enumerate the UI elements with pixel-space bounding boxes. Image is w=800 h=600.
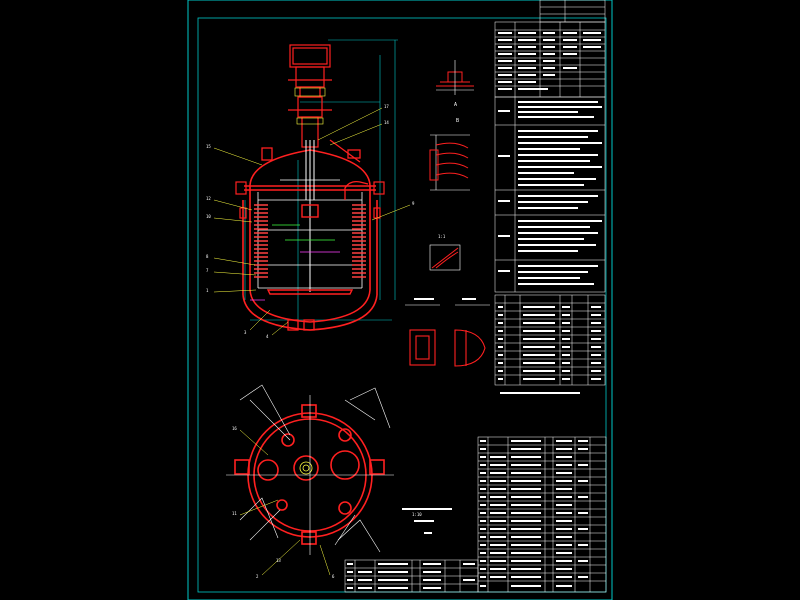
weld-ratio: 1:1 [438,234,446,239]
svg-text:8: 8 [206,254,209,259]
svg-text:12: 12 [206,196,211,201]
svg-text:14: 14 [384,120,389,125]
spec-table [494,0,606,98]
detail-section: B [429,118,470,191]
view-b-label: B [456,118,459,124]
parts-list [477,436,607,593]
nozzle-table [494,294,606,394]
svg-text:16: 16 [232,426,237,431]
svg-text:7: 7 [206,268,209,273]
detail-a: A [436,60,474,108]
svg-text:15: 15 [206,144,211,149]
plan-note: 1:10 [412,512,422,517]
view-a-label: A [454,102,457,108]
note-marks [402,298,476,534]
detail-bottom [405,304,490,367]
svg-text:4: 4 [266,334,269,339]
plan-view: 16 11 2 6 13 1:10 [226,384,422,579]
svg-text:9: 9 [412,201,415,206]
svg-text:3: 3 [244,330,247,335]
detail-weld: 1:1 [429,234,461,271]
vessel-elevation: 15 12 10 8 7 1 17 14 9 3 4 [206,39,415,339]
spec-table-fill [498,32,601,90]
sheet-outer-border [187,0,613,600]
title-block-parts [344,559,479,593]
svg-text:11: 11 [232,511,237,516]
svg-text:1: 1 [206,288,209,293]
svg-text:6: 6 [332,574,335,579]
tech-notes [494,96,606,293]
svg-text:10: 10 [206,214,211,219]
svg-text:17: 17 [384,104,389,109]
svg-text:13: 13 [276,558,281,563]
svg-text:2: 2 [256,574,259,579]
